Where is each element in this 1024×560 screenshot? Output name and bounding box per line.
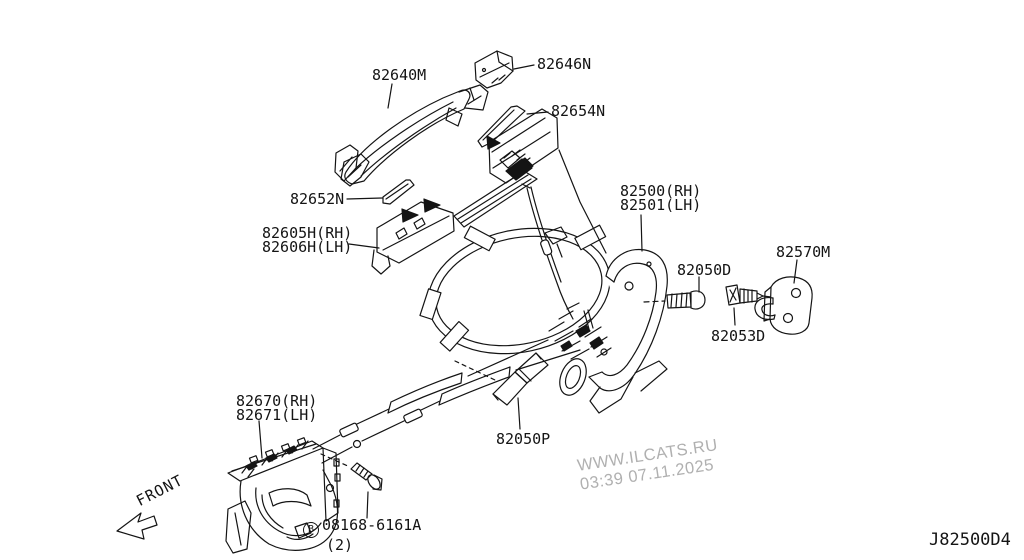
leader-lines: [258, 64, 798, 459]
part-label-82500-line1: 82500(RH): [620, 182, 702, 200]
bolt-drawing: [320, 453, 383, 519]
front-arrow-icon: [116, 512, 158, 540]
part-label-82652n[interactable]: 82652N: [290, 190, 345, 208]
lock-rod-drawing: [521, 149, 607, 320]
gasket-drawing: [340, 153, 415, 205]
part-label-82646n[interactable]: 82646N: [537, 55, 592, 73]
part-label-82501-line2: 82501(LH): [620, 196, 702, 214]
part-label-82570m[interactable]: 82570M: [776, 243, 831, 261]
diagram-code: J82500D4: [929, 530, 1011, 550]
part-label-82053d[interactable]: 82053D: [711, 327, 766, 345]
part-label-82670-82671[interactable]: 82670(RH) 82671(LH): [236, 392, 318, 424]
part-label-82605h-line1: 82605H(RH): [262, 224, 353, 242]
bolt-part-number: 08168-6161A: [322, 516, 422, 534]
part-label-82670-line1: 82670(RH): [236, 392, 318, 410]
escutcheon-drawing: [454, 352, 549, 406]
part-label-82050d[interactable]: 82050D: [677, 261, 732, 279]
part-label-82605h-82606h[interactable]: 82605H(RH) 82606H(LH): [262, 224, 353, 256]
latch-assembly-drawing: [548, 248, 669, 414]
seal-drawing: [477, 105, 526, 148]
bolt-prefix-circle-icon: B: [303, 522, 319, 538]
outer-handle-drawing: [334, 84, 489, 185]
part-label-82500-82501[interactable]: 82500(RH) 82501(LH): [620, 182, 702, 214]
part-label-82050p[interactable]: 82050P: [496, 430, 551, 448]
base-bracket-drawing: [371, 150, 538, 275]
part-label-82640m[interactable]: 82640M: [372, 66, 427, 84]
grip-cap-drawing: [474, 50, 514, 89]
part-label-82606h-line2: 82606H(LH): [262, 238, 353, 256]
part-label-82654n[interactable]: 82654N: [551, 102, 606, 120]
door-seal-ring-drawing: [419, 224, 611, 355]
bolt-quantity: (2): [326, 536, 354, 554]
part-label-82671-line2: 82671(LH): [236, 406, 318, 424]
screw-82050D-drawing: [643, 290, 706, 310]
inside-handle-drawing: [225, 437, 341, 554]
screw-82053D-drawing: [725, 284, 772, 306]
cables-drawing: [312, 339, 581, 464]
striker-drawing: [754, 276, 813, 335]
